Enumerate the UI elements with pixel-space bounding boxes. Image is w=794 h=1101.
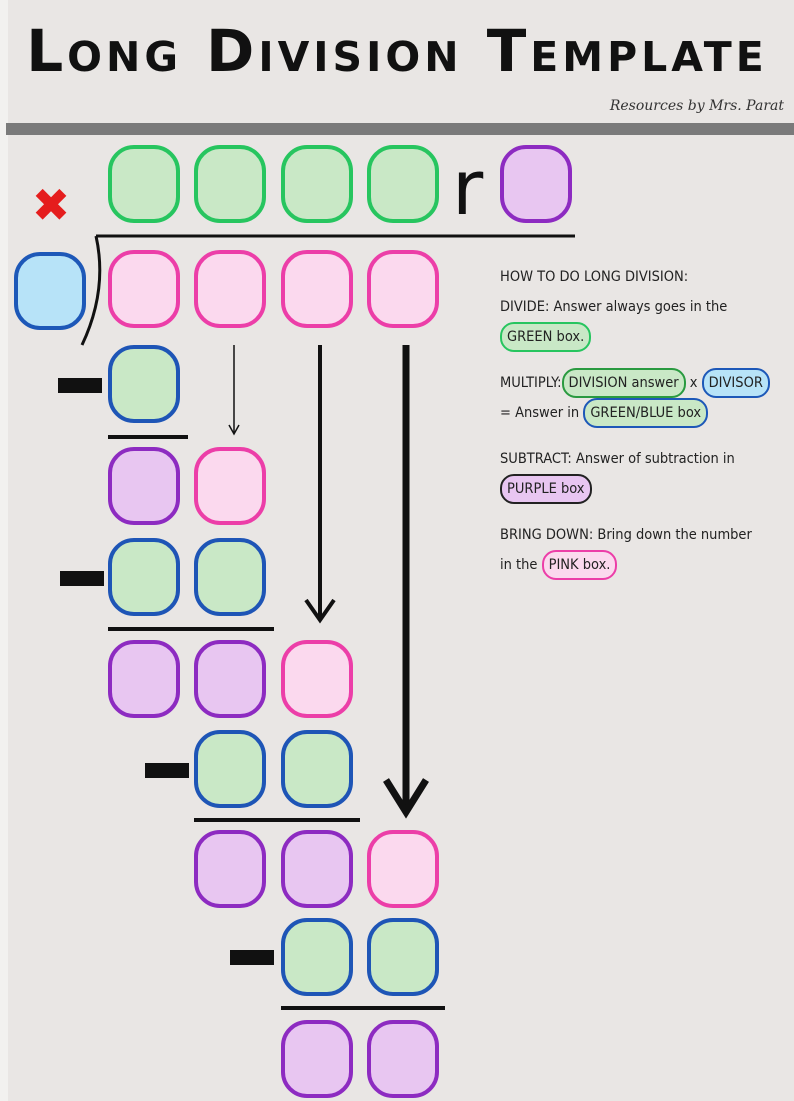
multiply-box-3b[interactable] (281, 730, 353, 808)
difference-box-3a[interactable] (194, 830, 266, 908)
down-arrow-icon (383, 345, 429, 819)
multiply-box-1a[interactable] (108, 345, 180, 423)
divide-text: Answer always goes in the (549, 299, 728, 315)
subtract-line-2: PURPLE box (500, 474, 792, 504)
credit-signature: Resources by Mrs. Parat (609, 98, 784, 114)
title-divider (6, 123, 794, 135)
dividend-box-4[interactable] (367, 250, 439, 328)
subtract-line-1 (108, 435, 188, 439)
red-x-icon: ✖ (31, 178, 71, 232)
multiply-box-4a[interactable] (281, 918, 353, 996)
instructions-heading: HOW TO DO LONG DIVISION: (500, 269, 689, 285)
bring-down-line-2: in the PINK box. (500, 550, 792, 580)
bring-down-block: BRING DOWN: Bring down the number in the… (500, 520, 792, 580)
minus-icon (230, 950, 274, 965)
multiply-line-2: = Answer in GREEN/BLUE box (500, 398, 792, 428)
remainder-label: r (452, 143, 484, 232)
pink-box-highlight: PINK box. (541, 550, 618, 580)
bring-down-line-2-text: in the (500, 557, 542, 573)
multiply-label: MULTIPLY: (500, 375, 562, 391)
multiply-box-4b[interactable] (367, 918, 439, 996)
multiply-box-3a[interactable] (194, 730, 266, 808)
subtract-line: SUBTRACT: Answer of subtraction in (500, 444, 792, 474)
instructions-panel: HOW TO DO LONG DIVISION: DIVIDE: Answer … (500, 262, 792, 596)
subtract-block: SUBTRACT: Answer of subtraction in PURPL… (500, 444, 792, 504)
instructions-heading-block: HOW TO DO LONG DIVISION: DIVIDE: Answer … (500, 262, 792, 352)
page-title: Long Division Template (26, 17, 768, 85)
difference-box-3b[interactable] (281, 830, 353, 908)
bring-down-box-2[interactable] (281, 640, 353, 718)
multiply-box-2a[interactable] (108, 538, 180, 616)
divisor-highlight: DIVISOR (701, 368, 770, 398)
dividend-box-2[interactable] (194, 250, 266, 328)
multiply-box-2b[interactable] (194, 538, 266, 616)
divide-line-2: GREEN box. (500, 322, 792, 352)
page-edge (0, 0, 8, 1101)
multiply-line-2-text: = Answer in (500, 405, 584, 421)
subtract-line-3 (194, 818, 360, 822)
bring-down-line: BRING DOWN: Bring down the number (500, 520, 792, 550)
minus-icon (58, 378, 102, 393)
subtract-text: Answer of subtraction in (571, 451, 735, 467)
divide-line: DIVIDE: Answer always goes in the (500, 292, 792, 322)
bring-down-box-1[interactable] (194, 447, 266, 525)
bring-down-label: BRING DOWN: (500, 527, 594, 543)
remainder-final-box-a[interactable] (281, 1020, 353, 1098)
dividend-box-3[interactable] (281, 250, 353, 328)
difference-box-1a[interactable] (108, 447, 180, 525)
multiply-x: x (685, 375, 702, 391)
remainder-box[interactable] (500, 145, 572, 223)
quotient-box-1[interactable] (108, 145, 180, 223)
dividend-box-1[interactable] (108, 250, 180, 328)
minus-icon (145, 763, 189, 778)
bring-down-text: Bring down the number (593, 527, 752, 543)
purple-box-highlight: PURPLE box (500, 474, 592, 504)
bring-down-box-3[interactable] (367, 830, 439, 908)
minus-icon (60, 571, 104, 586)
multiply-line: MULTIPLY:DIVISION answer x DIVISOR (500, 368, 792, 398)
division-answer-highlight: DIVISION answer (561, 368, 686, 398)
down-arrow-icon (304, 345, 336, 624)
quotient-box-3[interactable] (281, 145, 353, 223)
difference-box-2b[interactable] (194, 640, 266, 718)
quotient-box-2[interactable] (194, 145, 266, 223)
difference-box-2a[interactable] (108, 640, 180, 718)
quotient-box-4[interactable] (367, 145, 439, 223)
subtract-label: SUBTRACT: (500, 451, 572, 467)
subtract-line-4 (281, 1006, 445, 1010)
multiply-block: MULTIPLY:DIVISION answer x DIVISOR = Ans… (500, 368, 792, 428)
subtract-line-2 (108, 627, 274, 631)
remainder-final-box-b[interactable] (367, 1020, 439, 1098)
divide-label: DIVIDE: (500, 299, 550, 315)
divisor-box[interactable] (14, 252, 86, 330)
green-blue-box-highlight: GREEN/BLUE box (583, 398, 709, 428)
green-box-highlight: GREEN box. (500, 322, 592, 352)
down-arrow-icon (228, 345, 240, 436)
